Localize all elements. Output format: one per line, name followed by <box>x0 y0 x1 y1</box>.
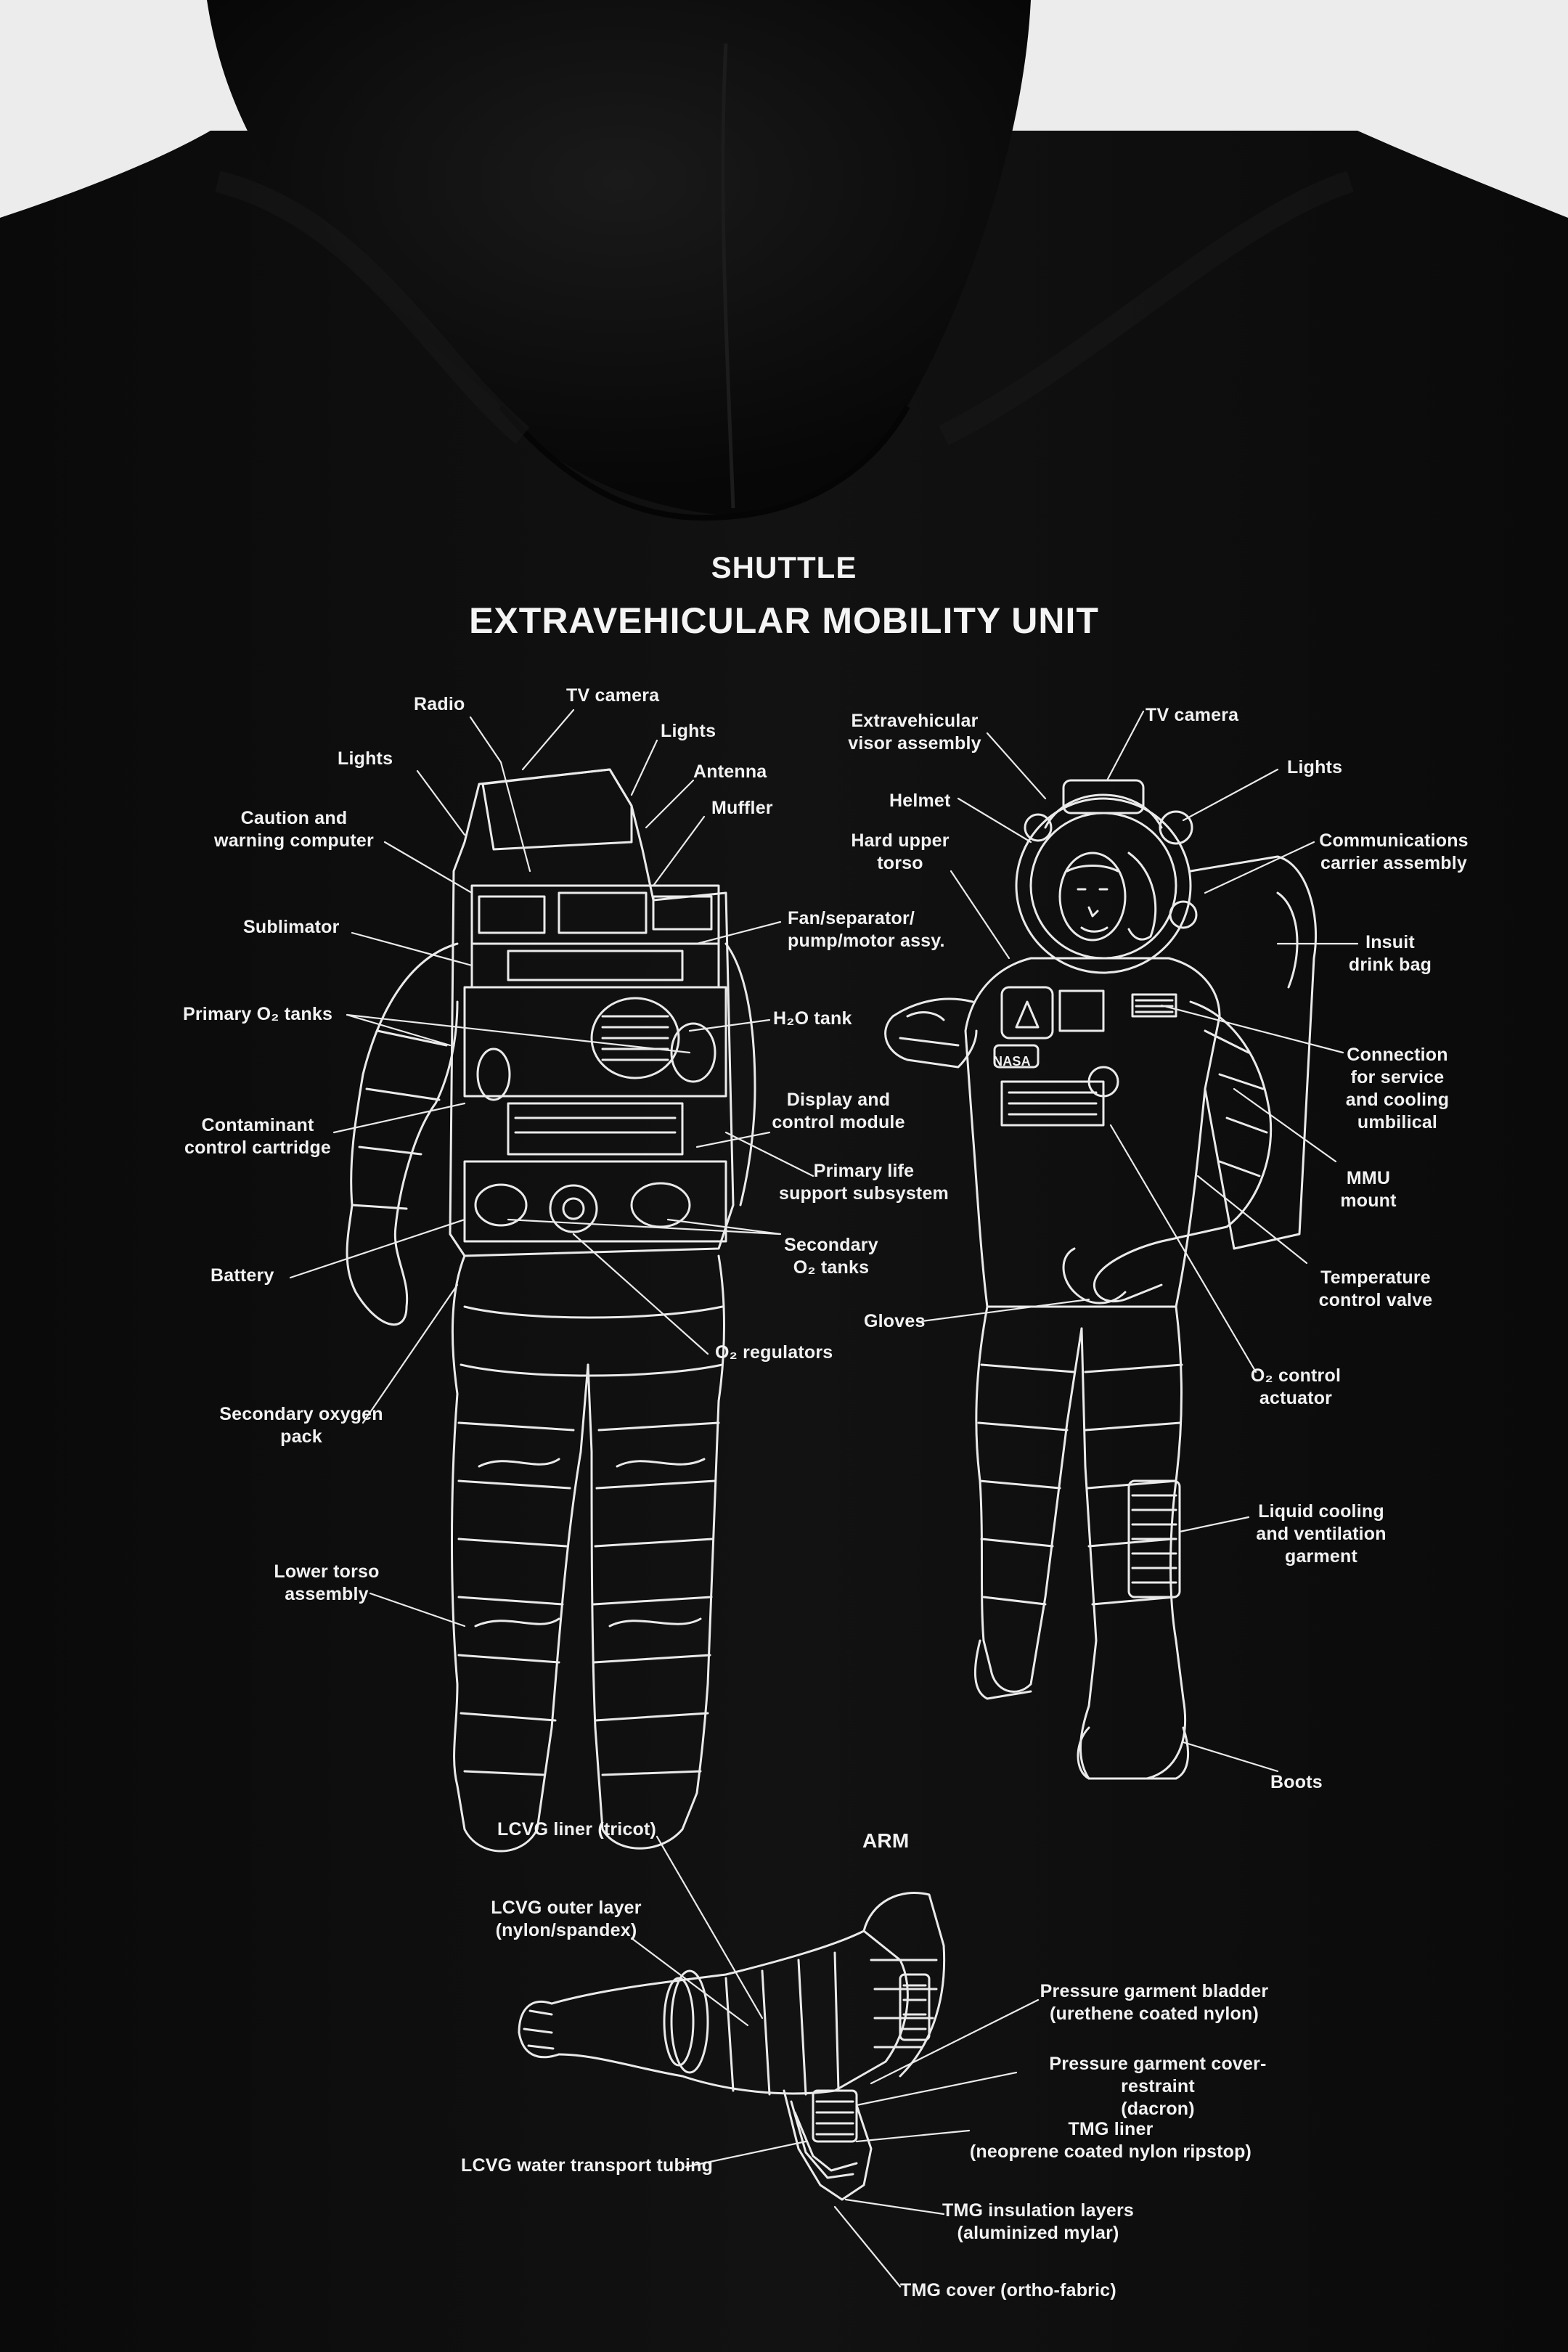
label-display-control-module: Display and control module <box>772 1090 905 1132</box>
label-mmu-mount: MMU mount <box>1340 1168 1397 1211</box>
label-gloves: Gloves <box>864 1311 926 1331</box>
label-sublimator: Sublimator <box>243 917 340 937</box>
label-radio: Radio <box>414 694 465 714</box>
hoodie-body <box>0 131 1568 2352</box>
label-fan-assembly: Fan/separator/ pump/motor assy. <box>788 908 945 951</box>
label-tv-camera-back: TV camera <box>566 685 660 706</box>
diagram-title-line-2: EXTRAVEHICULAR MOBILITY UNIT <box>469 600 1099 641</box>
label-comm-carrier-assembly: Communications carrier assembly <box>1319 830 1469 873</box>
label-secondary-oxygen-pack: Secondary oxygen pack <box>219 1404 383 1447</box>
label-helmet: Helmet <box>889 791 951 811</box>
front-view-astronaut <box>884 779 1317 1780</box>
label-arm-heading: ARM <box>862 1829 910 1852</box>
label-visor-assembly: Extravehicular visor assembly <box>848 711 981 754</box>
label-o2-regulators: O₂ regulators <box>715 1342 833 1363</box>
label-hard-upper-torso: Hard upper torso <box>851 830 950 873</box>
hood-seam <box>721 43 735 509</box>
label-tv-camera-front: TV camera <box>1146 705 1239 725</box>
label-umbilical-connection: Connection for service and cooling umbil… <box>1345 1045 1450 1132</box>
back-view-astronaut <box>346 768 756 1853</box>
label-secondary-o2-tanks: Secondary O₂ tanks <box>784 1235 878 1278</box>
label-boots: Boots <box>1270 1772 1323 1792</box>
label-insuit-drink-bag: Insuit drink bag <box>1348 932 1432 975</box>
label-o2-control-actuator: O₂ control actuator <box>1250 1365 1342 1408</box>
label-lcvg-water-tubing: LCVG water transport tubing <box>461 2155 714 2176</box>
label-pressure-garment-bladder: Pressure garment bladder (urethene coate… <box>1040 1981 1269 2024</box>
label-tmg-insulation: TMG insulation layers (aluminized mylar) <box>942 2200 1134 2243</box>
label-lights-back-1: Lights <box>338 748 393 769</box>
label-antenna: Antenna <box>693 761 767 782</box>
label-primary-o2-tanks: Primary O₂ tanks <box>183 1004 333 1024</box>
label-lights-back-2: Lights <box>661 721 716 741</box>
label-lights-front: Lights <box>1287 757 1343 777</box>
label-contaminant-cartridge: Contaminant control cartridge <box>184 1115 332 1158</box>
leader-lines <box>289 709 1359 2288</box>
label-muffler: Muffler <box>711 798 773 818</box>
label-pressure-garment-cover: Pressure garment cover-restraint (dacron… <box>1049 2054 1267 2119</box>
label-lower-torso-assembly: Lower torso assembly <box>274 1561 380 1604</box>
label-lcvg-liner: LCVG liner (tricot) <box>497 1819 657 1839</box>
label-lcvg-outer-layer: LCVG outer layer (nylon/spandex) <box>491 1898 642 1940</box>
label-temperature-control-valve: Temperature control valve <box>1318 1267 1433 1310</box>
label-h2o-tank: H₂O tank <box>773 1008 852 1029</box>
hood <box>207 0 1031 515</box>
label-liquid-cooling-garment: Liquid cooling and ventilation garment <box>1256 1501 1387 1567</box>
label-battery: Battery <box>211 1265 274 1286</box>
diagram-title-line-1: SHUTTLE <box>711 550 857 584</box>
arm-cross-section <box>518 1891 946 2201</box>
nasa-patch: NASA <box>993 1054 1031 1069</box>
label-tmg-liner: TMG liner (neoprene coated nylon ripstop… <box>969 2119 1252 2162</box>
hood-fold <box>498 404 910 521</box>
label-caution-computer: Caution and warning computer <box>214 808 374 851</box>
label-primary-life-support: Primary life support subsystem <box>778 1161 949 1204</box>
label-tmg-cover: TMG cover (ortho-fabric) <box>900 2280 1116 2300</box>
